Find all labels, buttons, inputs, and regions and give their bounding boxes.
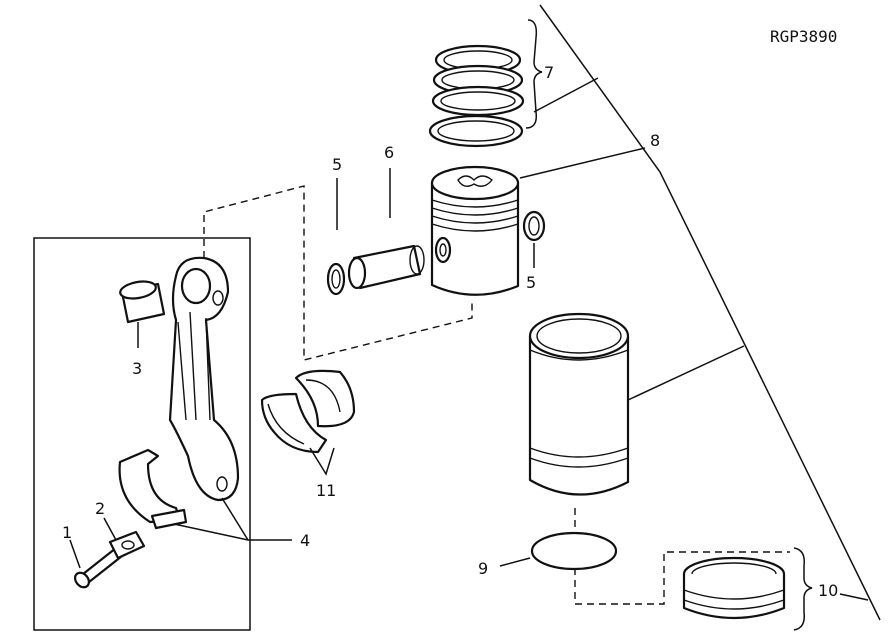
boundary-line bbox=[539, 4, 881, 621]
leader-7 bbox=[533, 77, 599, 113]
rod-cap bbox=[118, 448, 188, 530]
leader-2 bbox=[103, 517, 117, 541]
cylinder-liner bbox=[528, 312, 630, 496]
bearing-lower bbox=[260, 392, 328, 454]
rod-group-box bbox=[33, 237, 251, 631]
callout-3: 3 bbox=[132, 359, 142, 378]
callout-8: 8 bbox=[650, 131, 660, 150]
bearing-upper bbox=[294, 369, 356, 428]
seal-rings bbox=[682, 556, 786, 620]
callout-11: 11 bbox=[316, 481, 336, 500]
bracket-10 bbox=[793, 547, 813, 631]
assembly-line-piston-rod bbox=[203, 185, 473, 361]
leader-liner bbox=[627, 345, 745, 401]
callout-6: 6 bbox=[384, 143, 394, 162]
callout-9: 9 bbox=[478, 559, 488, 578]
callout-5-right: 5 bbox=[526, 273, 536, 292]
rod-bushing bbox=[119, 280, 166, 324]
callout-7: 7 bbox=[544, 63, 554, 82]
piston bbox=[430, 165, 520, 296]
callout-5-left: 5 bbox=[332, 155, 342, 174]
leader-10 bbox=[839, 593, 869, 601]
piston-rings bbox=[428, 44, 525, 148]
callout-4: 4 bbox=[300, 531, 310, 550]
callout-10: 10 bbox=[818, 581, 838, 600]
snap-ring-left bbox=[326, 262, 346, 296]
snap-ring-right bbox=[522, 210, 546, 242]
bracket-7 bbox=[525, 19, 543, 129]
assembly-line-liner bbox=[574, 508, 790, 605]
leader-1 bbox=[69, 539, 81, 569]
rod-nut bbox=[108, 530, 146, 560]
leader-9 bbox=[499, 557, 531, 567]
leader-8 bbox=[519, 147, 646, 179]
callout-1: 1 bbox=[62, 523, 72, 542]
leader-4b bbox=[221, 497, 249, 541]
piston-pin bbox=[347, 244, 425, 290]
figure-code: RGP3890 bbox=[770, 27, 837, 46]
callout-2: 2 bbox=[95, 499, 105, 518]
connecting-rod bbox=[168, 256, 240, 502]
o-ring bbox=[530, 531, 618, 571]
rod-bolt bbox=[74, 546, 124, 589]
leader-11 bbox=[309, 447, 335, 476]
leader-4 bbox=[173, 523, 292, 541]
